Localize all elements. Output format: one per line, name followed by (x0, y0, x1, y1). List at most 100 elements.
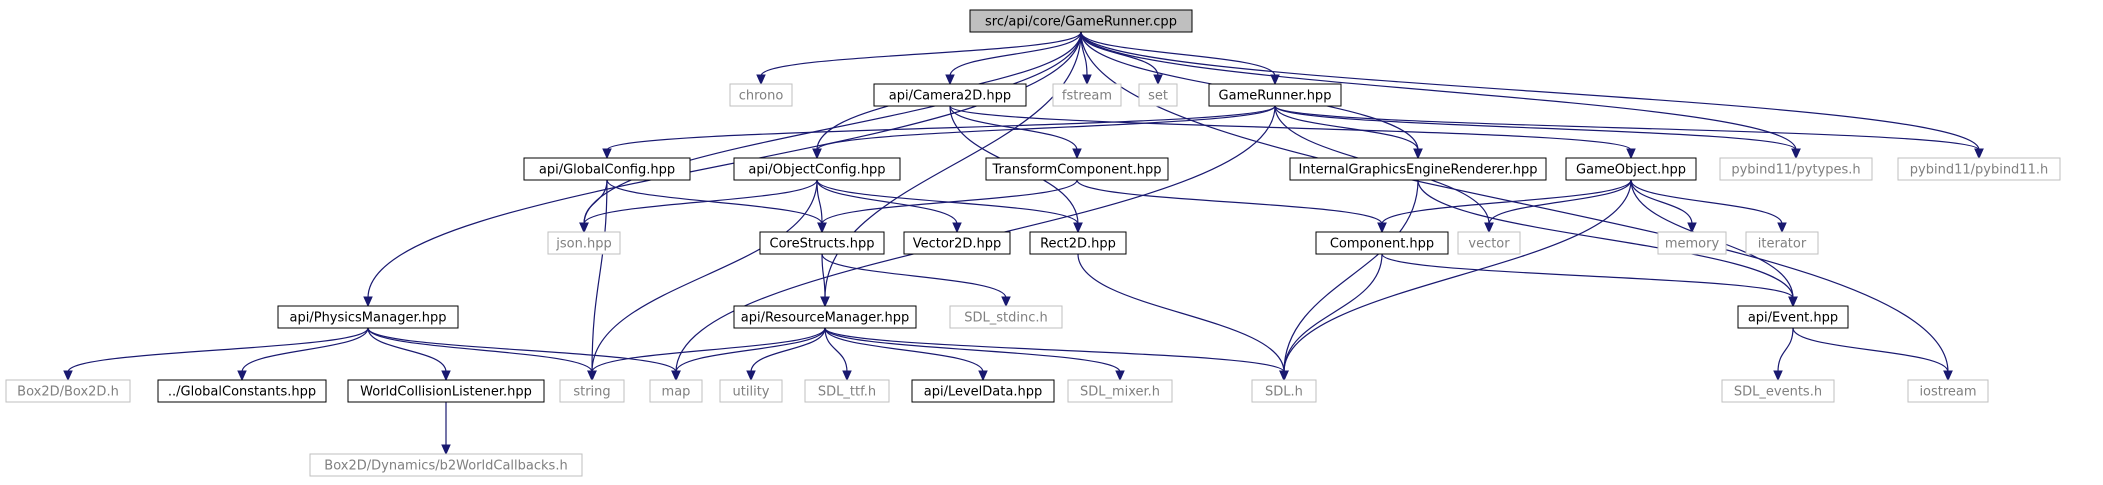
edge-gamerunnerhpp-to-internalrenderer (1274, 105, 1423, 160)
node-api-globalconfig-hpp[interactable]: api/GlobalConfig.hpp (523, 157, 691, 181)
edge-internalrenderer-to-sdlh (1279, 179, 1419, 382)
node-sdl-events-h: SDL_events.h (1721, 379, 1835, 403)
edge-arrowhead (1687, 222, 1697, 234)
node-box2d-box2d-h: Box2D/Box2D.h (5, 379, 131, 403)
node-api-objectconfig-hpp[interactable]: api/ObjectConfig.hpp (733, 157, 901, 181)
edge-line (1630, 179, 1693, 225)
node-label: Box2D/Box2D.h (17, 385, 119, 400)
node-gamerunner-hpp[interactable]: GameRunner.hpp (1208, 83, 1342, 107)
edge-line (675, 327, 826, 373)
node-api-camera2d-hpp[interactable]: api/Camera2D.hpp (873, 83, 1027, 107)
edge-root-to-gamerunnerhpp (1080, 31, 1280, 86)
node-api-resourcemanager-hpp[interactable]: api/ResourceManager.hpp (733, 305, 917, 329)
edge-line (816, 105, 1276, 151)
edge-line (606, 105, 1276, 151)
edge-arrowhead (756, 74, 766, 86)
node-rect2d-hpp[interactable]: Rect2D.hpp (1029, 231, 1127, 255)
node-box (804, 379, 890, 403)
node-src-api-core-gamerunner-cpp[interactable]: src/api/core/GameRunner.cpp (969, 9, 1193, 33)
edge-arrowhead (1974, 148, 1984, 160)
node-label: api/GlobalConfig.hpp (539, 163, 675, 178)
edge-component-to-sdlh (1279, 253, 1383, 382)
edge-line (591, 327, 826, 373)
node-sdl-stdinc-h: SDL_stdinc.h (949, 305, 1063, 329)
edge-arrowhead (746, 370, 756, 382)
edge-line (1077, 253, 1285, 373)
edge-arrowhead (1791, 148, 1801, 160)
node-vector2d-hpp[interactable]: Vector2D.hpp (903, 231, 1011, 255)
node-box (547, 231, 621, 255)
edge-line (1274, 105, 1980, 151)
edge-arrowhead (1279, 370, 1289, 382)
edge-arrowhead (1484, 222, 1494, 234)
node-box (985, 157, 1169, 181)
node-vector: vector (1457, 231, 1521, 255)
edge-event-to-iostream (1792, 327, 1953, 382)
edge-line (816, 179, 958, 225)
edge-arrowhead (952, 222, 962, 234)
edge-line (591, 179, 608, 373)
edge-line (367, 327, 593, 373)
edge-component-to-event (1381, 253, 1798, 308)
node-transformcomponent-hpp[interactable]: TransformComponent.hpp (985, 157, 1169, 181)
edge-physics-to-string (367, 327, 597, 382)
node-box (649, 379, 703, 403)
node-label: Box2D/Dynamics/b2WorldCallbacks.h (324, 459, 567, 474)
edge-root-to-camera (945, 31, 1082, 86)
node-box (1657, 231, 1727, 255)
node-json-hpp: json.hpp (547, 231, 621, 255)
node-worldcollisionlistener-hpp[interactable]: WorldCollisionListener.hpp (347, 379, 545, 403)
node-box (719, 379, 783, 403)
edge-physics-to-worldcoll (367, 327, 451, 382)
edge-line (1080, 31, 1159, 77)
node-label: memory (1665, 237, 1720, 252)
node-globalconstants-hpp[interactable]: ../GlobalConstants.hpp (157, 379, 327, 403)
node-api-event-hpp[interactable]: api/Event.hpp (1737, 305, 1849, 329)
edge-line (1283, 253, 1383, 373)
edge-line (1080, 31, 1276, 77)
node-gameobject-hpp[interactable]: GameObject.hpp (1565, 157, 1697, 181)
edge-arrowhead (1115, 370, 1125, 382)
edge-gameobject-to-vector (1484, 179, 1632, 234)
node-box (1721, 379, 1835, 403)
node-box (523, 157, 691, 181)
node-box (559, 379, 625, 403)
node-utility: utility (719, 379, 783, 403)
edge-arrowhead (1943, 370, 1953, 382)
edge-arrowhead (1413, 148, 1423, 160)
node-api-physicsmanager-hpp[interactable]: api/PhysicsManager.hpp (277, 305, 459, 329)
node-label: pybind11/pybind11.h (1910, 163, 2048, 178)
edge-line (591, 179, 818, 373)
node-label: SDL_mixer.h (1080, 385, 1160, 400)
node-box (1208, 83, 1342, 107)
node-internalgraphicsenginerenderer-hpp[interactable]: InternalGraphicsEngineRenderer.hpp (1289, 157, 1547, 181)
edge-objectconfig-to-json (579, 179, 818, 234)
node-label: Rect2D.hpp (1040, 237, 1116, 252)
node-corestructs-hpp[interactable]: CoreStructs.hpp (759, 231, 885, 255)
edge-worldcoll-to-b2callbacks (441, 401, 451, 456)
edge-physics-to-globalconst (237, 327, 369, 382)
edge-arrowhead (579, 222, 589, 234)
node-pybind11-pytypes-h: pybind11/pytypes.h (1719, 157, 1873, 181)
node-memory: memory (1657, 231, 1727, 255)
edge-event-to-sdlevents (1773, 327, 1794, 382)
node-label: iostream (1919, 385, 1976, 400)
node-box (1897, 157, 2061, 181)
node-label: api/ResourceManager.hpp (741, 311, 910, 326)
edge-arrowhead (1777, 222, 1787, 234)
edge-line (1080, 31, 1980, 151)
node-sdl-mixer-h: SDL_mixer.h (1067, 379, 1173, 403)
node-box (1315, 231, 1449, 255)
edge-root-to-chrono (756, 31, 1082, 86)
node-api-leveldata-hpp[interactable]: api/LevelData.hpp (911, 379, 1055, 403)
node-label: vector (1468, 237, 1510, 252)
edge-gameobject-to-component (1377, 179, 1632, 234)
edge-resource-to-string (587, 327, 826, 382)
edge-line (821, 253, 1007, 299)
node-component-hpp[interactable]: Component.hpp (1315, 231, 1449, 255)
node-box (1565, 157, 1697, 181)
node-label: api/Event.hpp (1748, 311, 1838, 326)
edge-arrowhead (812, 148, 822, 160)
node-box (759, 231, 885, 255)
